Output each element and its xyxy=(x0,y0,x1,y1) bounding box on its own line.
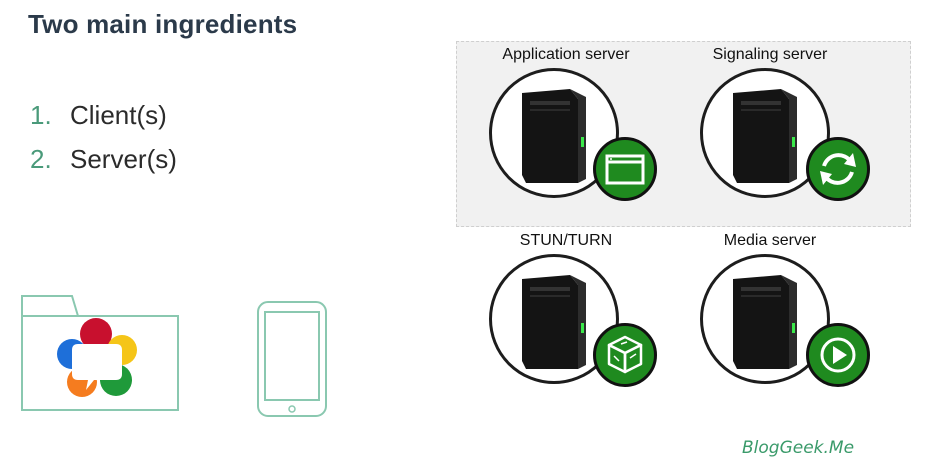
server-tower-icon xyxy=(522,89,586,183)
server-label: Media server xyxy=(723,232,817,249)
list-item-number: 1. xyxy=(30,100,52,130)
signaling-badge xyxy=(806,137,870,201)
server-tower-icon xyxy=(733,89,797,183)
server-label: STUN/TURN xyxy=(519,232,613,249)
tablet-icon xyxy=(257,301,327,417)
play-icon xyxy=(820,337,856,373)
webrtc-folder-icon xyxy=(21,295,179,411)
browser-window-icon xyxy=(605,154,645,185)
cube-icon xyxy=(607,335,643,374)
media-badge xyxy=(806,323,870,387)
blog-logo: BlogGeek.Me xyxy=(742,438,855,458)
server-label: Application server xyxy=(502,46,630,63)
server-tower-icon xyxy=(522,275,586,369)
slide-title: Two main ingredients xyxy=(28,9,298,39)
list-item-label: Server(s) xyxy=(70,144,177,174)
server-tower-icon xyxy=(733,275,797,369)
ingredient-list: 1. Client(s) 2. Server(s) xyxy=(30,93,177,181)
application-badge xyxy=(593,137,657,201)
list-item-label: Client(s) xyxy=(70,100,167,130)
sync-arrows-icon xyxy=(820,153,856,185)
server-label: Signaling server xyxy=(712,46,828,63)
list-item: 1. Client(s) xyxy=(30,93,177,137)
list-item-number: 2. xyxy=(30,144,52,174)
list-item: 2. Server(s) xyxy=(30,137,177,181)
stun-turn-badge xyxy=(593,323,657,387)
